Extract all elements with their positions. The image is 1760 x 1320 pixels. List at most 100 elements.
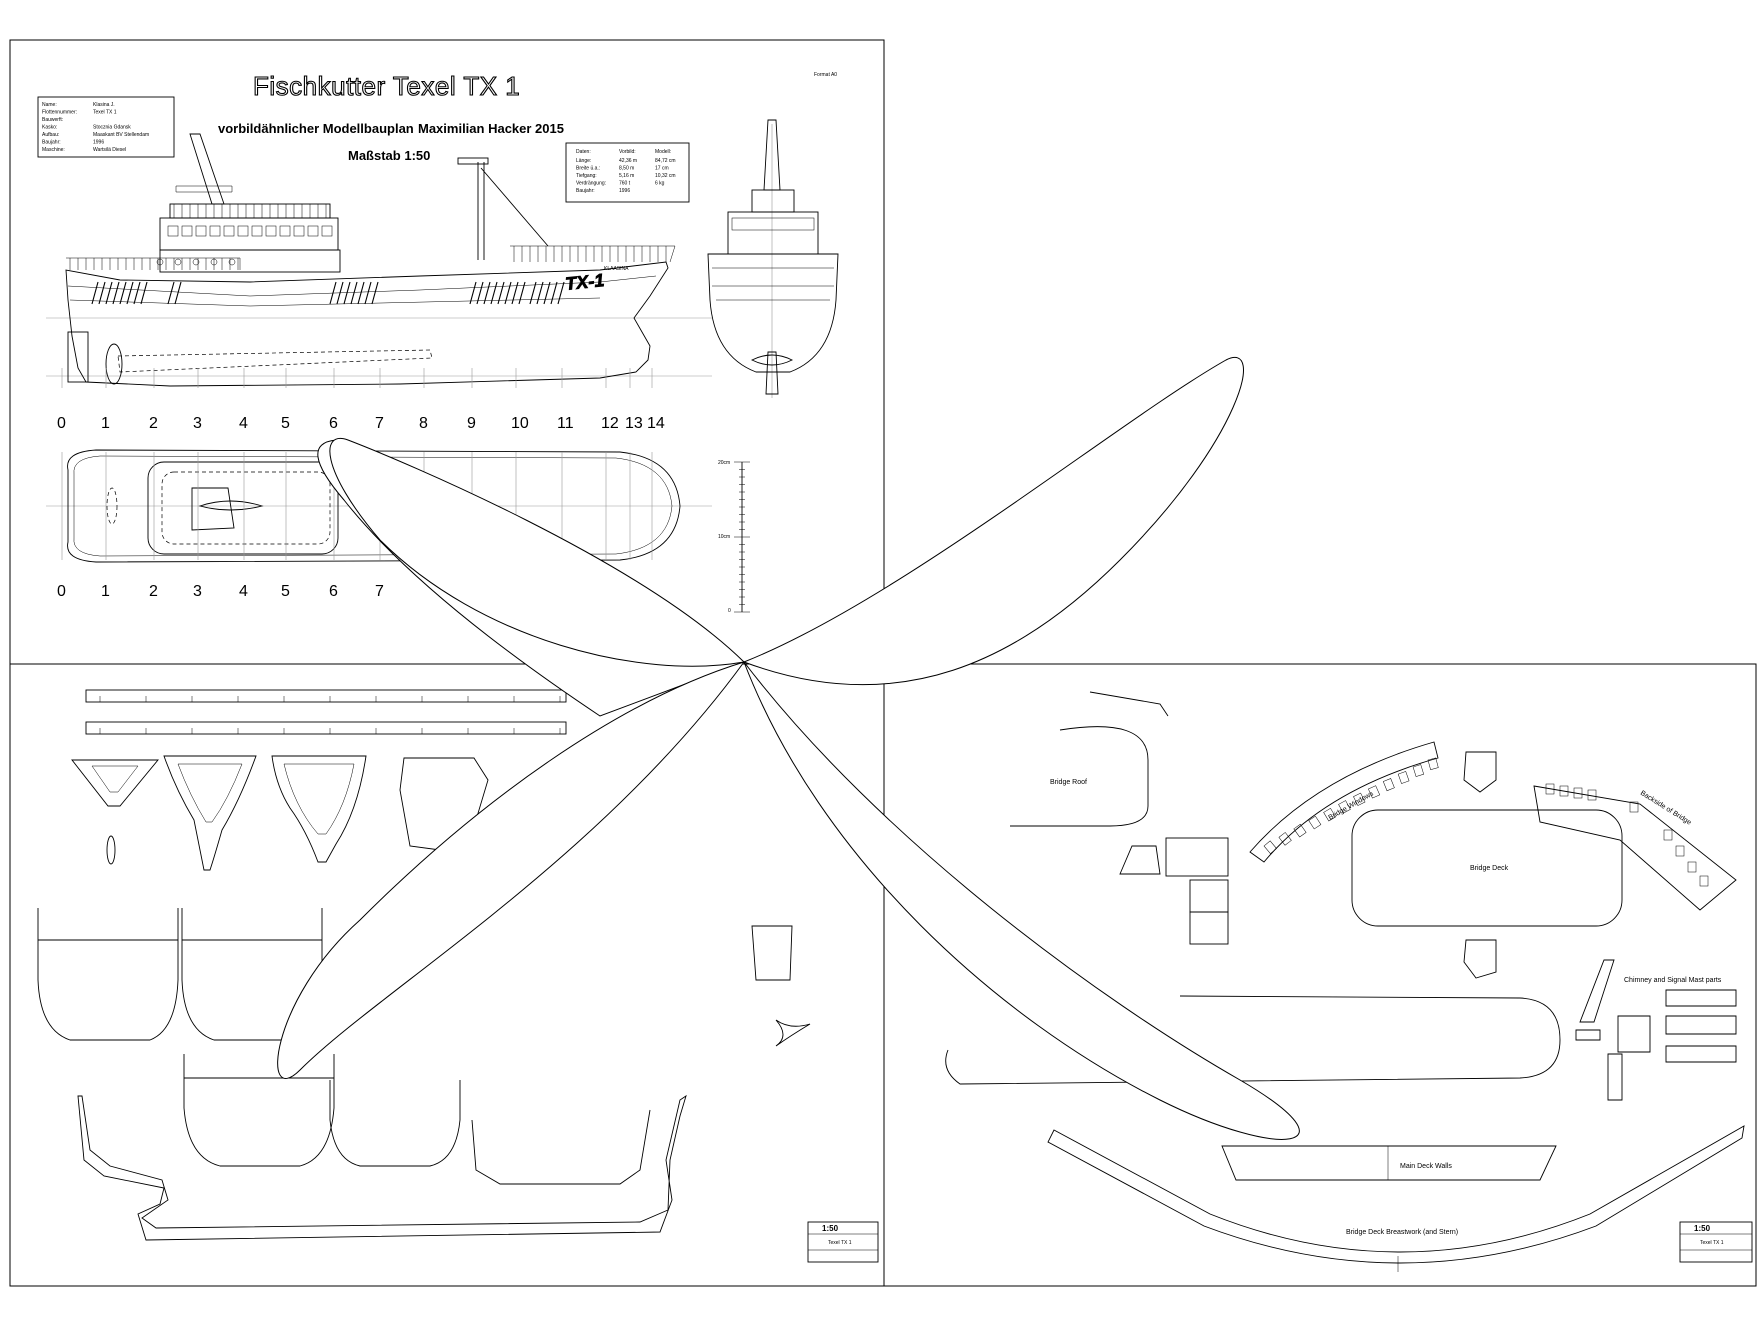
chimney-part-1 (1579, 959, 1615, 1023)
data-row-original: 1996 (619, 188, 630, 194)
bulkhead-frame-14-cutout (91, 765, 139, 793)
label-bridge-windows: Bridge Windows (1328, 790, 1376, 822)
deckhouse-top (147, 461, 339, 555)
hatch-stroke (336, 281, 344, 305)
title-block-1-name: Texel TX 1 (828, 1240, 852, 1246)
frame-number: 10 (511, 415, 529, 432)
bridge-window (321, 225, 333, 237)
frame-number: 2 (149, 415, 158, 432)
hull-name: KLAASINA (604, 266, 629, 272)
bulkhead-frame-12-cutout (283, 763, 355, 835)
window-slot (1368, 785, 1381, 799)
frame-number: 8 (419, 415, 428, 432)
sheer-line (67, 275, 657, 297)
format-label: Format A0 (814, 72, 837, 78)
small-panel-1 (1165, 837, 1229, 877)
frame-number: 12 (601, 415, 619, 432)
rudder (67, 331, 89, 383)
data-row-original: 760 t (619, 181, 631, 187)
hatch-stroke (343, 281, 351, 305)
shaft-tunnel (117, 349, 433, 373)
small-bracket-part (1463, 751, 1497, 793)
chimney-part-3 (1575, 1029, 1601, 1041)
hatch-stroke (550, 281, 558, 305)
small-panel-4 (1119, 845, 1161, 875)
main-deck-walls-part (1221, 1145, 1557, 1181)
front-propeller (750, 354, 794, 366)
aft-bulwark-rail (66, 257, 241, 270)
label-bridge-deck: Bridge Deck (1470, 865, 1509, 872)
frame-number: 11 (557, 415, 574, 432)
hatch-stroke (557, 281, 565, 305)
hatch-stroke (543, 281, 551, 305)
hatch-stroke (174, 281, 182, 305)
window-slot (1382, 778, 1395, 792)
main-deckhouse (159, 249, 341, 273)
hatch-stroke (112, 281, 120, 305)
bridge-window (279, 225, 291, 237)
bulwark-top-inner (73, 455, 673, 557)
frame-number-lower: 7 (375, 583, 384, 600)
frame-number: 0 (57, 415, 66, 432)
gallows-top (457, 157, 489, 165)
frame-number: 4 (239, 415, 248, 432)
label-breastwork: Bridge Deck Breastwork (and Stern) (1346, 1229, 1458, 1236)
hatch-stroke (511, 281, 519, 305)
bridge-window (167, 225, 179, 237)
frame-number-lower: 3 (193, 583, 202, 600)
hatch-stroke (126, 281, 134, 305)
data-row-label: Tiefgang: (576, 173, 597, 179)
info-row-label: Name: (42, 102, 57, 108)
hull-parts-sheet: 1:50 Texel TX 1 (37, 689, 879, 1263)
data-row-original: 5,16 m (619, 173, 634, 179)
bridge-window (307, 225, 319, 237)
info-row-value: Wartsilä Diesel (93, 147, 126, 153)
overlay-blade-bottom-left (277, 661, 746, 1079)
scale-bar: 20cm 10cm 0 (718, 460, 750, 614)
data-row-model: 17 cm (655, 166, 669, 172)
porthole (174, 258, 182, 266)
bridge-window (181, 225, 193, 237)
info-row-value: Maaskant BV Stellendam (93, 132, 149, 138)
window-slot (1338, 800, 1351, 814)
window-slot (1278, 832, 1292, 846)
data-row-model: 10,32 cm (655, 173, 676, 179)
data-row-original: 8,50 m (619, 166, 634, 172)
hatch-stroke (364, 281, 372, 305)
propeller-part (775, 1019, 811, 1047)
rail-posts (69, 204, 667, 270)
hatch-stroke (483, 281, 491, 305)
front-bridge-windows (731, 217, 815, 231)
window-slot (1412, 764, 1425, 777)
data-row-model: 84,72 cm (655, 158, 676, 164)
front-hull-outline (707, 253, 839, 373)
bridge-window (223, 225, 235, 237)
info-row-value: Klasina J. (93, 102, 115, 108)
front-wheelhouse-top (751, 189, 795, 213)
chimney-part-4 (1607, 1053, 1623, 1101)
bridge-roof-rail (169, 203, 331, 219)
porthole (156, 258, 164, 266)
small-bracket-part-2 (1463, 939, 1497, 979)
data-row-model: 6 kg (655, 181, 665, 187)
title-block-2-frame (1679, 1221, 1753, 1263)
title-block-2-name: Texel TX 1 (1700, 1240, 1724, 1246)
hatch-stroke (91, 281, 99, 305)
scale-label-0: 0 (728, 608, 731, 614)
mast-platform (175, 185, 233, 193)
backside-slot (1663, 829, 1673, 841)
data-header-original: Vorbild: (619, 149, 636, 155)
frame-number-lower: 4 (239, 583, 248, 600)
data-row-label: Länge: (576, 158, 591, 164)
breastwork-part (1047, 1125, 1745, 1264)
fore-bulwark-rail (510, 245, 676, 263)
ship-info-box: Name:Klasina J.Flottennummer:Texel TX 1B… (37, 96, 175, 158)
info-row-value: 1996 (93, 140, 104, 146)
porthole (210, 258, 218, 266)
main-frame-4 (329, 1080, 461, 1167)
window-slot (1263, 840, 1277, 855)
portholes (156, 258, 236, 266)
station-lines-side (61, 368, 653, 388)
hatch-stroke (350, 281, 358, 305)
